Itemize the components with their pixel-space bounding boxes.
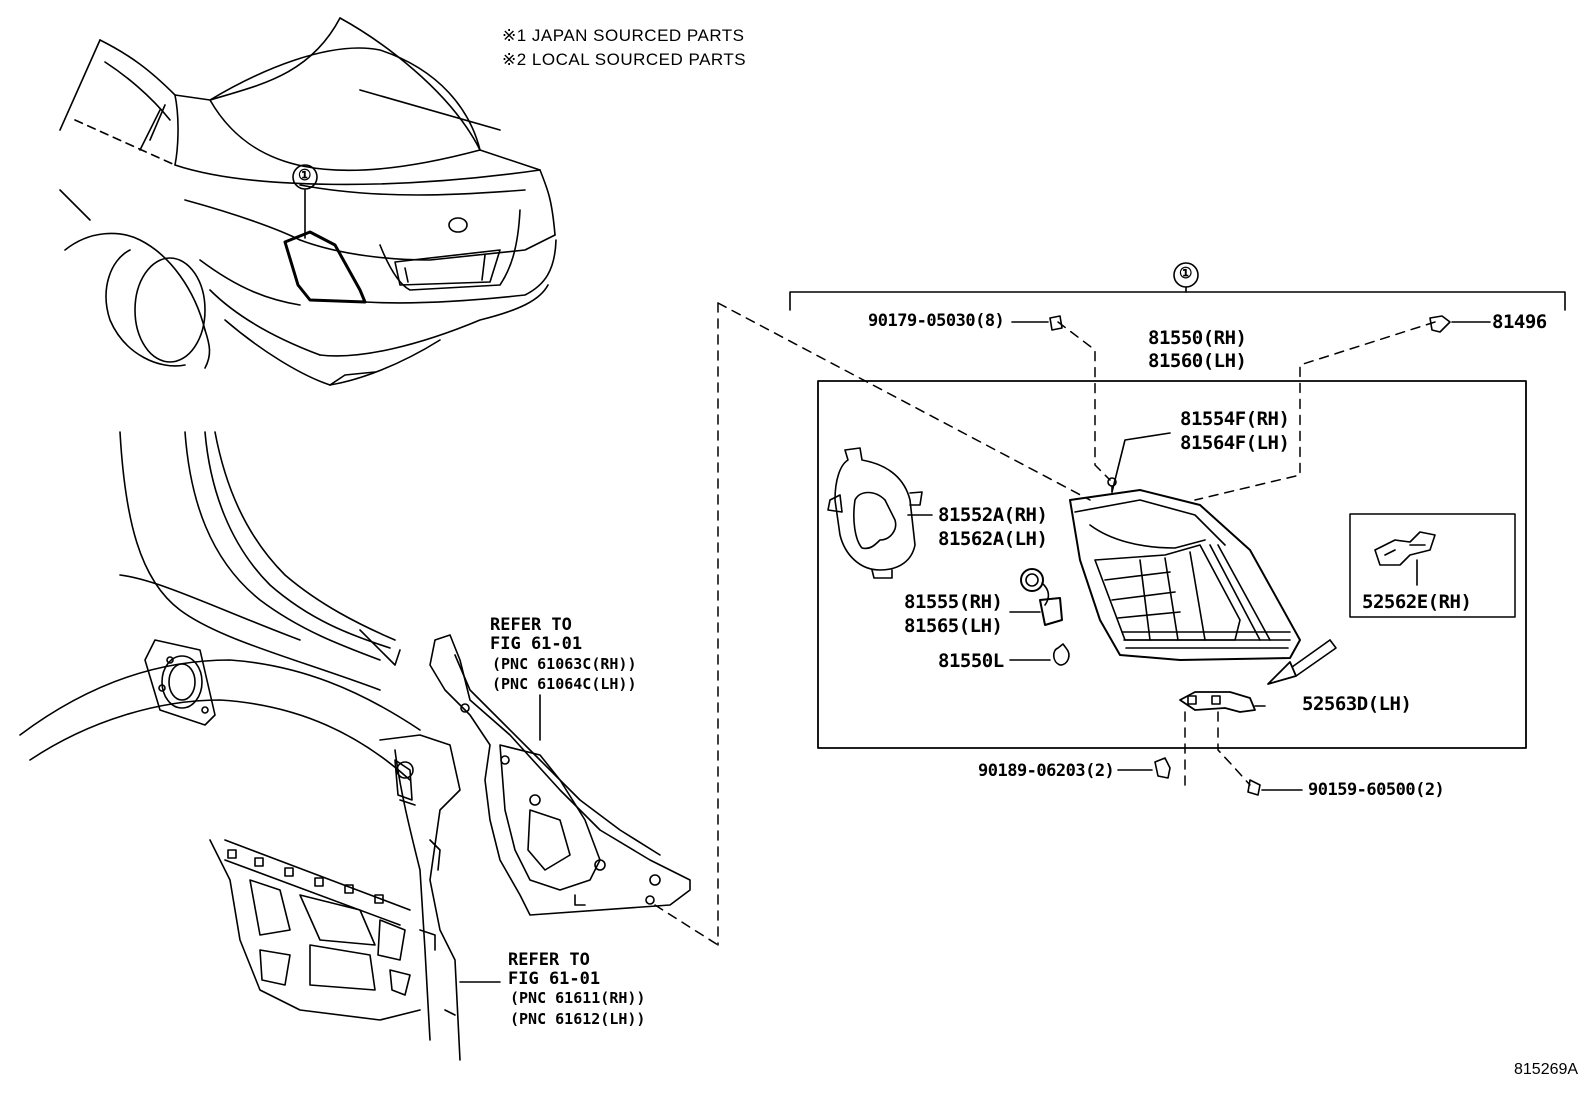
car-rear-illustration (59, 17, 557, 386)
part-number-81496: 81496 (1492, 311, 1547, 333)
callout-1-assembly: ① (1179, 264, 1192, 282)
part-number-52562e-rh: 52562E(RH) (1362, 591, 1472, 613)
callout-1-car: ① (298, 166, 311, 184)
part-number-81554f-rh: 81554F(RH) (1180, 408, 1290, 430)
part-number-81550-rh: 81550(RH) (1148, 327, 1247, 349)
leader-dashes (654, 302, 1436, 946)
ref1-fig: FIG 61-01 (490, 634, 583, 654)
ref2-pnc-lh: (PNC 61612(LH)) (510, 1010, 646, 1028)
tail-lamp-assembly (1069, 432, 1337, 685)
bracket-and-fasteners (1011, 315, 1491, 796)
part-number-81565-lh: 81565(LH) (904, 615, 1003, 637)
note-japan-sourced: ※1 JAPAN SOURCED PARTS (502, 26, 745, 45)
part-number-81562a-lh: 81562A(LH) (938, 528, 1048, 550)
part-number-52563d-lh: 52563D(LH) (1302, 693, 1412, 715)
ref2-fig: FIG 61-01 (508, 969, 601, 989)
ref2-refer-to: REFER TO (508, 950, 590, 970)
note-local-sourced: ※2 LOCAL SOURCED PARTS (502, 50, 747, 69)
ref1-refer-to: REFER TO (490, 615, 572, 635)
socket-cover-part (827, 447, 933, 579)
ref1-pnc-rh: (PNC 61063C(RH)) (492, 655, 637, 673)
part-number-81564f-lh: 81564F(LH) (1180, 432, 1290, 454)
part-number-81555-rh: 81555(RH) (904, 591, 1003, 613)
ref1-pnc-lh: (PNC 61064C(LH)) (492, 675, 637, 693)
part-number-90179-05030: 90179-05030(8) (868, 311, 1005, 331)
part-number-81552a-rh: 81552A(RH) (938, 504, 1048, 526)
ref2-pnc-rh: (PNC 61611(RH)) (510, 989, 646, 1007)
part-number-90189-06203: 90189-06203(2) (978, 761, 1115, 781)
part-number-90159-60500: 90159-60500(2) (1308, 780, 1445, 800)
part-number-81550l: 81550L (938, 650, 1004, 672)
assembly-frame (789, 262, 1566, 749)
drawing-code: 815269A (1514, 1061, 1579, 1078)
socket-and-bulb-part (1009, 568, 1070, 666)
part-number-81560-lh: 81560(LH) (1148, 350, 1247, 372)
quarter-panel-illustration (19, 431, 691, 1061)
